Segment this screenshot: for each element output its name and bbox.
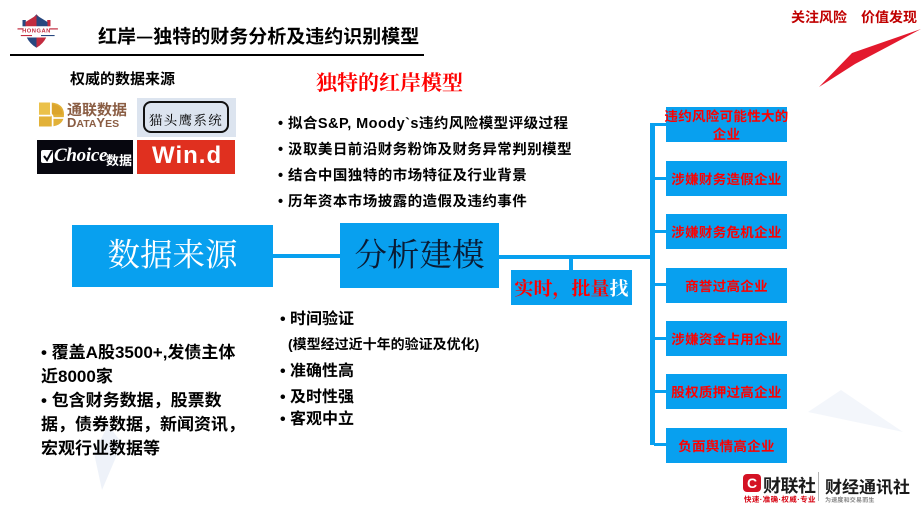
svg-text:HONGAN: HONGAN xyxy=(22,29,51,35)
